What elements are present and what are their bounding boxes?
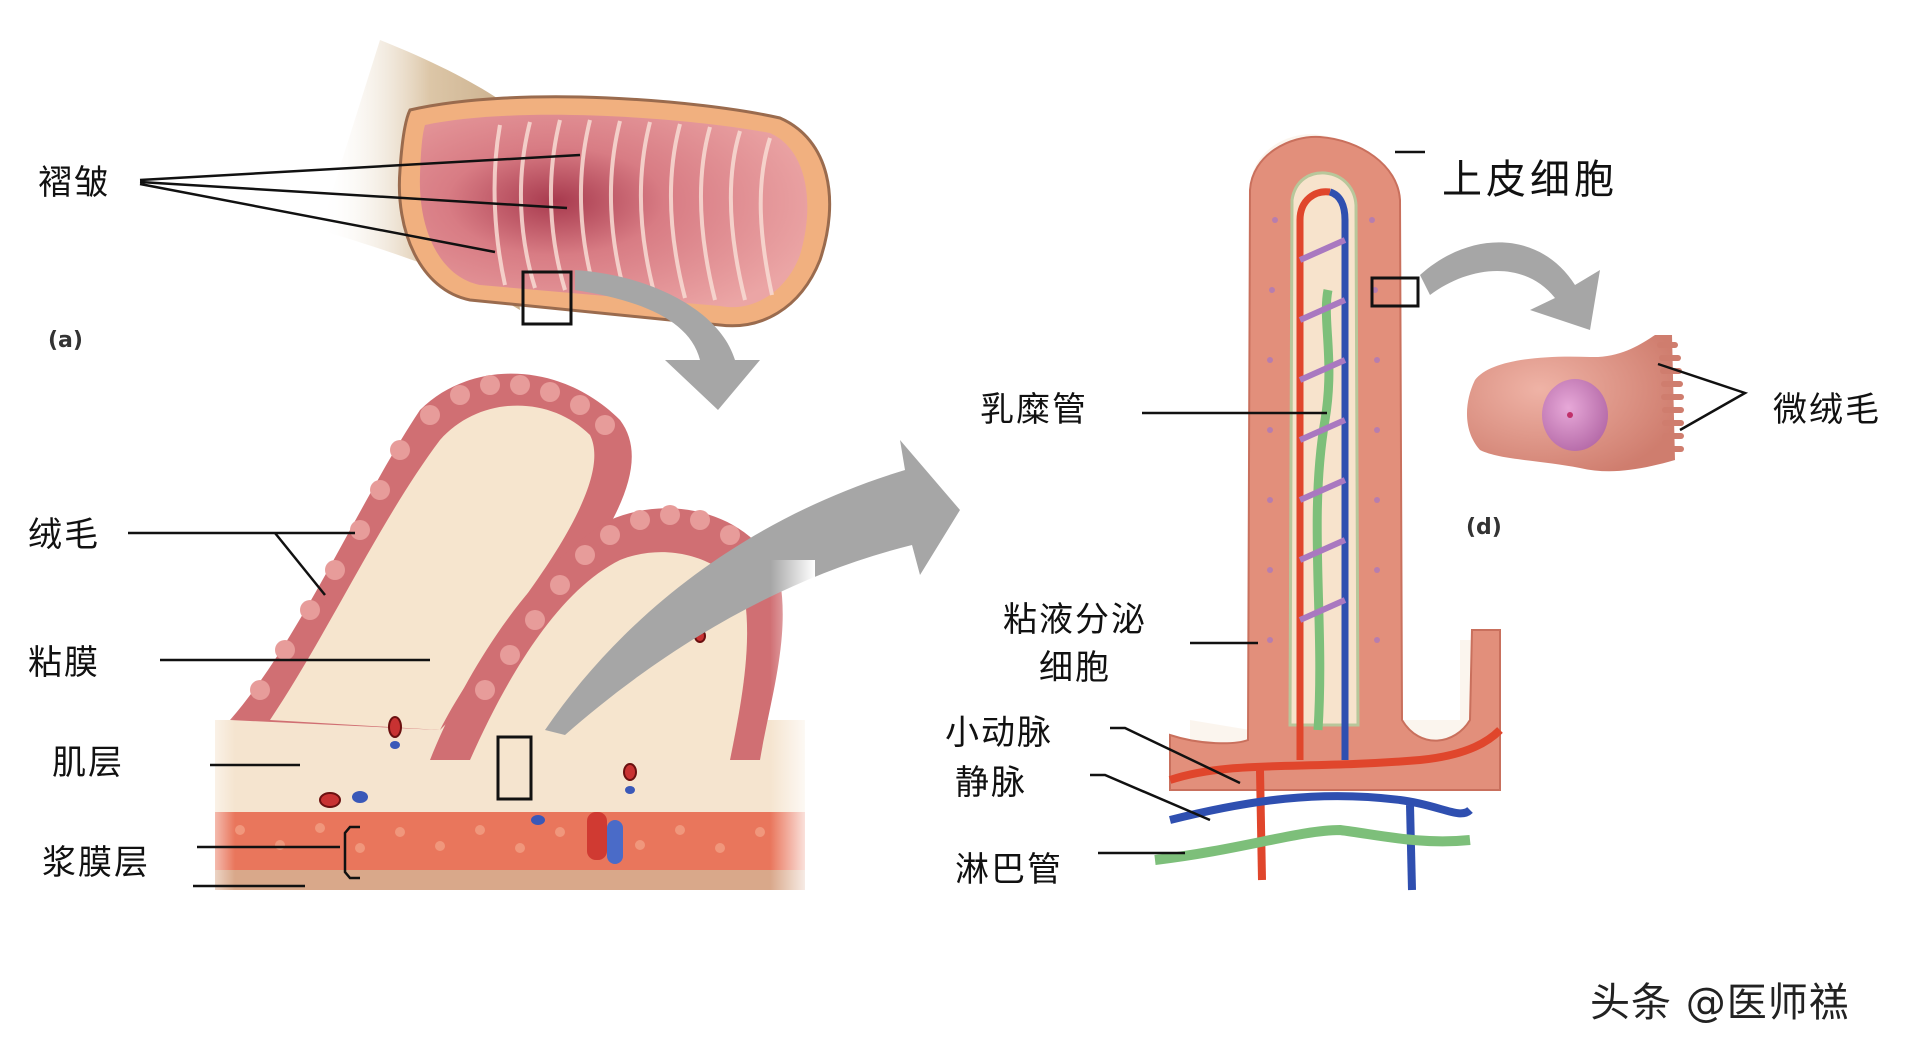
label-villi: 绒毛 xyxy=(28,515,100,555)
muscle-texture xyxy=(235,823,765,853)
zoom-box-d xyxy=(1370,276,1420,308)
villus-fold-left-core xyxy=(270,405,595,730)
intestine-segment xyxy=(320,40,832,410)
arteriole-in-villus xyxy=(1296,188,1331,760)
intestine-lumen xyxy=(419,114,808,308)
label-arteriole: 小动脉 xyxy=(945,713,1053,753)
label-goblet-cell-line1: 粘液分泌 xyxy=(1003,600,1147,640)
label-venule: 静脉 xyxy=(955,763,1027,803)
zoom-arrow-b xyxy=(545,440,960,735)
lacteal-vessel xyxy=(1312,289,1334,731)
label-serosa: 浆膜层 xyxy=(42,843,150,883)
serosa-layer xyxy=(215,870,805,890)
label-microvilli: 微绒毛 xyxy=(1773,390,1881,430)
label-lymph-vessel: 淋巴管 xyxy=(955,850,1063,890)
mucosa-section xyxy=(195,373,960,900)
label-muscularis: 肌层 xyxy=(52,743,124,783)
vein-tube xyxy=(607,820,623,864)
label-goblet-cell-line2: 细胞 xyxy=(1039,648,1111,688)
zoom-box-b xyxy=(496,735,533,801)
label-plicae: 褶皱 xyxy=(38,163,110,203)
zoom-box-a xyxy=(521,270,573,326)
capillary-network xyxy=(1298,237,1347,623)
epithelial-nuclei xyxy=(1267,217,1380,643)
nucleolus xyxy=(1567,412,1573,418)
venule-base xyxy=(1169,792,1473,824)
epithelial-cell xyxy=(1466,335,1684,472)
mucosa-leader-lines xyxy=(128,531,430,888)
label-lacteal: 乳糜管 xyxy=(980,390,1088,430)
muscle-layer xyxy=(215,810,805,880)
label-epithelial-cell: 上皮细胞 xyxy=(1442,157,1618,203)
lymph-vessel-base xyxy=(1154,824,1471,865)
watermark: 头条 @医师禚 xyxy=(1590,980,1850,1026)
villus-detail xyxy=(1154,134,1600,891)
panel-label-d: (d) xyxy=(1466,515,1502,540)
blood-vessels-small xyxy=(319,629,706,864)
arteriole-base xyxy=(1168,727,1503,784)
label-mucosa: 粘膜 xyxy=(28,643,100,683)
nucleus xyxy=(1542,379,1608,451)
zoom-arrow-d xyxy=(1420,242,1600,330)
panel-label-a: (a) xyxy=(48,328,83,353)
villus-leader-lines xyxy=(1090,150,1749,855)
venule-in-villus xyxy=(1328,188,1349,760)
zoom-arrow-a xyxy=(575,270,760,410)
plicae-leader-lines xyxy=(139,153,581,254)
artery-tube xyxy=(587,812,607,860)
villi-bumps xyxy=(250,375,765,700)
